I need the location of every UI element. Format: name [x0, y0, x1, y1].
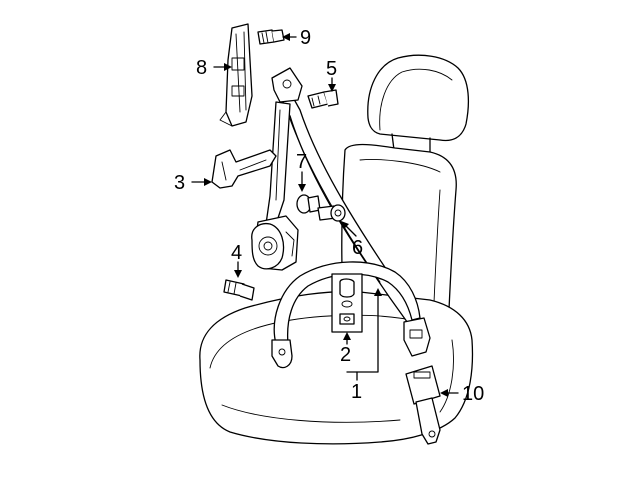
- callout-5: 5: [326, 58, 337, 80]
- callout-leaders: [191, 33, 459, 397]
- bolt-7: [296, 194, 321, 214]
- callout-6: 6: [352, 237, 363, 259]
- callout-2: 2: [340, 344, 351, 366]
- callout-8: 8: [196, 57, 207, 79]
- retractor: [251, 215, 299, 271]
- hardware-kit: [331, 273, 363, 333]
- guide-bracket: [211, 149, 277, 189]
- callout-labels: 9 8 5 3 7 6 4 2 1 10: [174, 27, 484, 405]
- callout-10: 10: [462, 383, 484, 405]
- height-adjuster: [219, 23, 253, 127]
- headrest: [367, 54, 470, 142]
- callout-4: 4: [231, 242, 242, 264]
- latch-plate: [403, 317, 431, 357]
- bolt-6: [317, 204, 346, 222]
- bolt-9: [257, 29, 285, 45]
- callout-3: 3: [174, 172, 185, 194]
- bolt-4: [223, 279, 255, 301]
- callout-7: 7: [296, 151, 307, 173]
- bolt-5: [307, 89, 339, 109]
- callout-1: 1: [351, 381, 362, 403]
- callout-9: 9: [300, 27, 311, 49]
- buckle: [405, 365, 441, 445]
